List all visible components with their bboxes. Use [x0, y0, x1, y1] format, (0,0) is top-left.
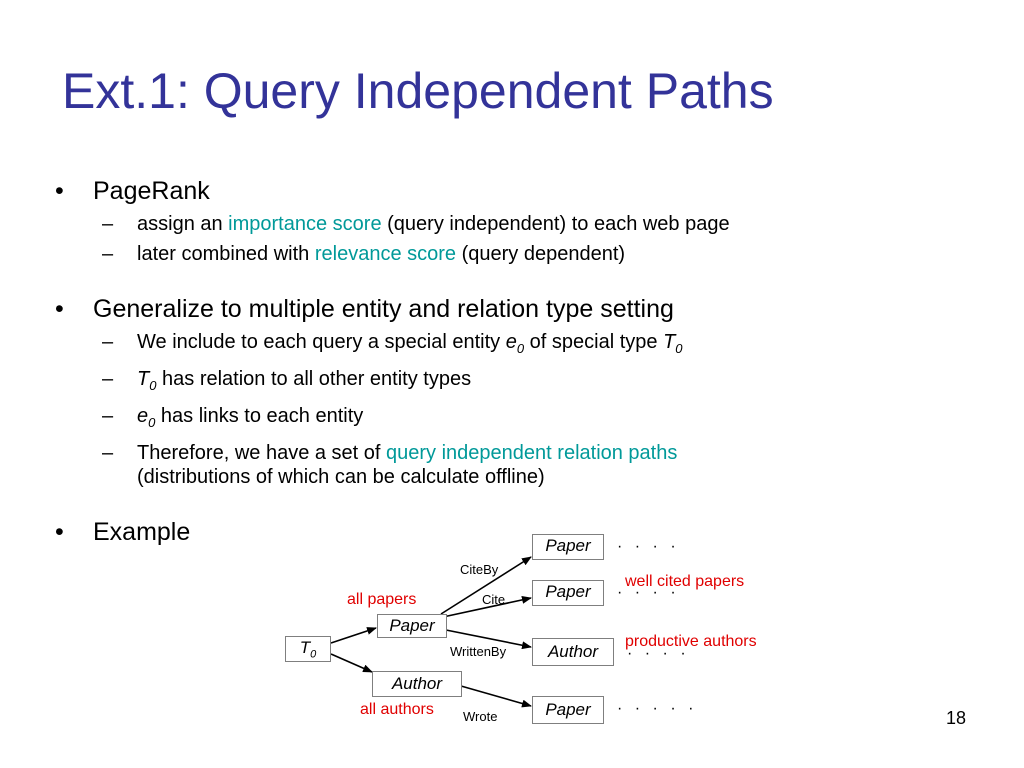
node-author-right: Author: [532, 638, 614, 666]
note-well-cited: well cited papers: [625, 573, 745, 590]
edge-label-wrote: Wrote: [463, 709, 498, 724]
edge-t0-paper: [330, 627, 377, 644]
note-productive: productive authors: [625, 633, 757, 650]
slide-title: Ext.1: Query Independent Paths: [62, 63, 774, 119]
bullet-dot: •: [55, 295, 64, 323]
highlight-importance-score: importance score: [228, 213, 382, 235]
bullet-group-generalize: • Generalize to multiple entity and rela…: [55, 294, 995, 489]
highlight-relation-paths: query independent relation paths: [386, 442, 678, 464]
node-paper-3: Paper: [532, 696, 604, 724]
note-all-authors: all authors: [360, 701, 434, 718]
bullet-dot: •: [55, 518, 64, 546]
sub-bullet-special-entity: – We include to each query a special ent…: [55, 330, 995, 361]
edge-label-writtenby: WrittenBy: [450, 644, 507, 659]
dash: –: [102, 243, 114, 265]
ellipsis-2: · · · ·: [617, 584, 680, 601]
sub-bullet-relevance: – later combined with relevance score (q…: [55, 242, 995, 266]
ellipsis-4: · · · · ·: [617, 700, 698, 717]
bullet-group-example: • Example: [55, 517, 995, 547]
node-paper-1: Paper: [532, 534, 604, 560]
page-number: 18: [945, 708, 966, 728]
bullet-generalize: • Generalize to multiple entity and rela…: [55, 294, 995, 324]
bullet-text: PageRank: [93, 177, 210, 205]
dash: –: [102, 368, 114, 390]
node-paper-2: Paper: [532, 580, 604, 606]
bullet-text: Example: [93, 518, 191, 546]
bullet-list: • PageRank – assign an importance score …: [55, 176, 995, 547]
dash: –: [102, 405, 114, 427]
text: has relation to all other entity types: [156, 368, 472, 390]
note-all-papers: all papers: [347, 591, 417, 608]
text: Therefore, we have a set of: [137, 442, 387, 464]
ellipsis-3: · · · ·: [627, 645, 690, 662]
highlight-relevance-score: relevance score: [314, 243, 457, 265]
var-e: e0: [137, 405, 156, 430]
bullet-text: Generalize to multiple entity and relati…: [93, 295, 674, 323]
dash: –: [102, 213, 114, 235]
text: later combined with: [137, 243, 315, 265]
text: assign an: [137, 213, 229, 235]
dash: –: [102, 442, 114, 464]
node-paper-mid: Paper: [377, 614, 447, 638]
edge-t0-author: [330, 653, 373, 673]
edge-wrote: [460, 685, 532, 708]
sub-bullet-e0-links: – e0 has links to each entity: [55, 404, 995, 435]
edge-label-cite: Cite: [482, 592, 506, 607]
sub-bullet-therefore: – Therefore, we have a set of query inde…: [55, 441, 995, 489]
bullet-dot: •: [55, 177, 64, 205]
text: (query independent) to each web page: [381, 213, 730, 235]
node-author-mid: Author: [372, 671, 462, 697]
text: of special type: [524, 331, 664, 353]
edge-label-citeby: CiteBy: [460, 562, 499, 577]
text: (distributions of which can be calculate…: [137, 466, 545, 488]
bullet-pagerank: • PageRank: [55, 176, 995, 206]
sub-bullet-importance: – assign an importance score (query inde…: [55, 212, 995, 236]
var-e: e0: [505, 331, 525, 356]
ellipsis-1: · · · ·: [617, 538, 680, 555]
bullet-group-pagerank: • PageRank – assign an importance score …: [55, 176, 995, 266]
var-t: T0: [137, 368, 157, 393]
var-t: T0: [663, 331, 683, 356]
dash: –: [102, 331, 114, 353]
text: has links to each entity: [155, 405, 364, 427]
bullet-example: • Example: [55, 517, 995, 547]
text: (query dependent): [456, 243, 626, 265]
sub-bullet-t0-relation: – T0 has relation to all other entity ty…: [55, 367, 995, 398]
node-t0: T0: [285, 636, 331, 662]
text: We include to each query a special entit…: [137, 331, 506, 353]
